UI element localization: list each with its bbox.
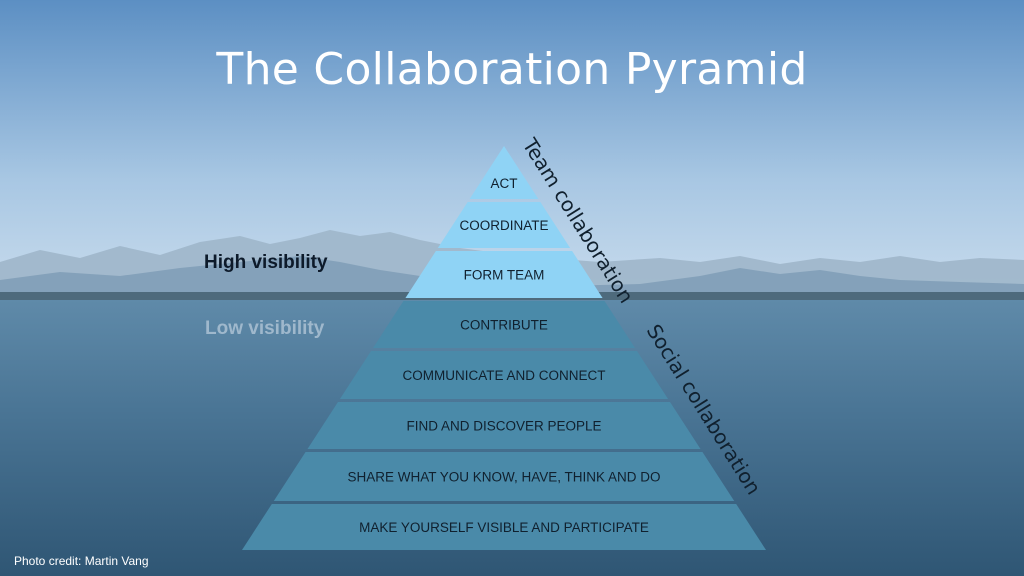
- high-visibility-label: High visibility: [204, 252, 328, 273]
- pyramid-tier-label: COMMUNICATE AND CONNECT: [402, 368, 605, 383]
- sky: [0, 0, 1024, 300]
- pyramid-tier: [405, 251, 603, 298]
- slide-title: The Collaboration Pyramid: [216, 44, 808, 95]
- pyramid-tier-label: CONTRIBUTE: [460, 318, 548, 333]
- pyramid-tier-label: FIND AND DISCOVER PEOPLE: [406, 419, 601, 434]
- pyramid-tier: [273, 452, 735, 501]
- pyramid-tier-label: SHARE WHAT YOU KNOW, HAVE, THINK AND DO: [347, 470, 660, 485]
- pyramid-tier: [307, 402, 701, 449]
- pyramid-tier-label: ACT: [491, 176, 518, 191]
- pyramid-tier: [242, 504, 766, 550]
- pyramid-tier: [339, 351, 669, 399]
- pyramid-tier: [469, 146, 539, 199]
- photo-credit: Photo credit: Martin Vang: [14, 554, 149, 568]
- pyramid-tier-label: FORM TEAM: [464, 268, 545, 283]
- low-visibility-label: Low visibility: [205, 318, 325, 339]
- pyramid-tier-label: COORDINATE: [459, 218, 548, 233]
- pyramid-tier-label: MAKE YOURSELF VISIBLE AND PARTICIPATE: [359, 520, 649, 535]
- pyramid-tier: [437, 202, 571, 248]
- collaboration-pyramid: ACT COORDINATE FORM TEAM CONTRIBUTE COMMUNIC…: [242, 146, 766, 550]
- mountains-near: [0, 256, 1024, 300]
- pyramid-tier: [373, 301, 635, 348]
